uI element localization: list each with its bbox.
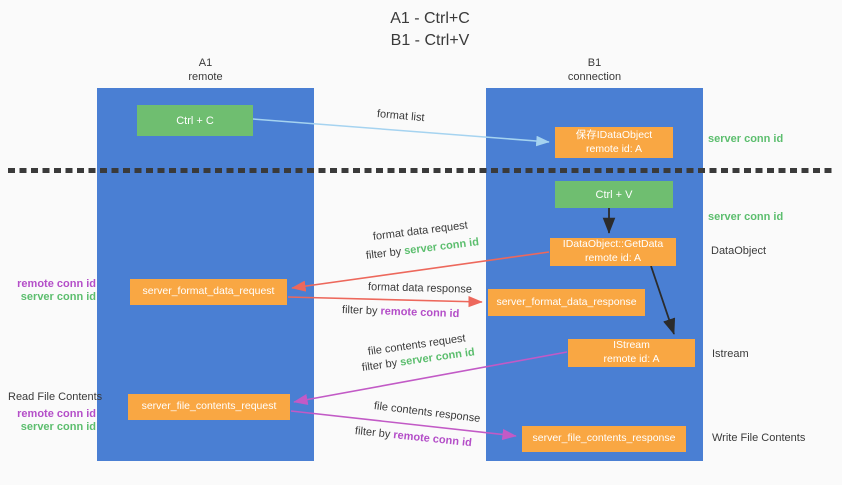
server-file-contents-request-node: server_file_contents_request [128, 394, 290, 420]
ctrl-v-node: Ctrl + V [555, 181, 673, 208]
lane-header-b1: B1 connection [486, 57, 703, 85]
filter-by-text: filter by [361, 357, 398, 374]
remote-conn-id-annotation: remote conn id [17, 278, 96, 290]
read-file-contents-annotation: Read File Contents [8, 391, 103, 403]
ctrl-c-node: Ctrl + C [137, 105, 253, 136]
ctrl-c-label: Ctrl + C [176, 114, 214, 127]
filter-by-text: filter by [354, 425, 391, 441]
filter-by-text: filter by [365, 245, 402, 262]
server-file-contents-response-node: server_file_contents_response [522, 426, 686, 452]
save-dataobject-line1: 保存IDataObject [575, 128, 653, 141]
dataobject-annotation: DataObject [711, 245, 767, 257]
server-conn-id-term: server conn id [403, 236, 480, 258]
server-file-contents-request-label: server_file_contents_request [141, 400, 277, 413]
istream-line2: remote id: A [603, 353, 660, 365]
remote-conn-id-term: remote conn id [392, 429, 473, 450]
conn-id-pair-file: remote conn id server conn id [10, 408, 96, 435]
server-file-contents-response-label: server_file_contents_response [532, 432, 676, 445]
lane-a1-subtitle: remote [188, 70, 223, 83]
getdata-line1: IDataObject::GetData [562, 238, 664, 251]
istream-node: IStream remote id: A [568, 339, 695, 367]
copy-paste-separator-dotted-line [8, 168, 834, 173]
lane-b1-subtitle: connection [567, 70, 622, 83]
lane-b1-name: B1 [587, 57, 602, 69]
server-conn-id-annotation: server conn id [20, 291, 96, 304]
write-file-contents-annotation: Write File Contents [712, 432, 806, 444]
server-conn-id-annotation: server conn id [20, 421, 96, 434]
filter-by-remote-conn-id-label-2: filter by remote conn id [354, 425, 472, 449]
format-data-response-arrow [287, 296, 483, 308]
server-format-data-request-label: server_format_data_request [142, 285, 275, 298]
istream-line1: IStream [613, 339, 650, 352]
filter-by-remote-conn-id-label-1: filter by remote conn id [342, 304, 460, 320]
lane-header-a1: A1 remote [97, 57, 314, 85]
ctrl-v-label: Ctrl + V [595, 188, 633, 201]
format-list-label: format list [376, 108, 426, 125]
server-format-data-response-node: server_format_data_response [488, 289, 645, 316]
conn-id-pair-format: remote conn id server conn id [10, 278, 96, 305]
remote-conn-id-annotation: remote conn id [17, 408, 96, 420]
server-format-data-response-label: server_format_data_response [496, 295, 637, 308]
filter-by-text: filter by [341, 304, 378, 318]
server-conn-id-annotation-top: server conn id [708, 133, 784, 145]
remote-conn-id-term: remote conn id [380, 305, 460, 321]
save-dataobject-node: 保存IDataObject remote id: A [555, 127, 673, 158]
lane-a1-name: A1 [198, 57, 213, 69]
title-line-1: A1 - Ctrl+C [390, 10, 470, 27]
format-data-response-label: format data response [367, 281, 473, 296]
getdata-node: IDataObject::GetData remote id: A [550, 238, 676, 266]
server-format-data-request-node: server_format_data_request [130, 279, 287, 305]
server-conn-id-annotation-mid: server conn id [708, 211, 784, 223]
title-line-2: B1 - Ctrl+V [390, 31, 470, 49]
save-dataobject-line2: remote id: A [585, 142, 643, 155]
istream-annotation: Istream [712, 348, 749, 360]
getdata-line2: remote id: A [584, 252, 642, 264]
diagram-title: A1 - Ctrl+C B1 - Ctrl+V [350, 8, 510, 51]
file-contents-response-label: file contents response [373, 400, 481, 425]
